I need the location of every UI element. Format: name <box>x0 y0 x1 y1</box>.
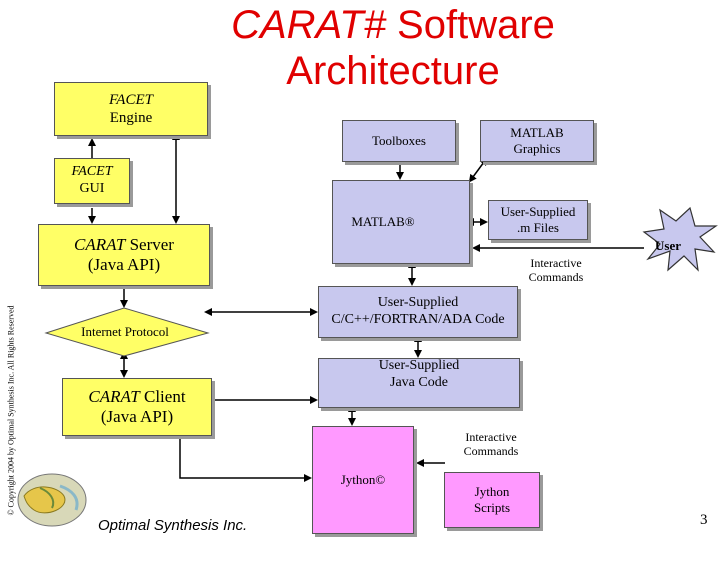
toolboxes-box: Toolboxes <box>342 120 456 162</box>
user-label: User <box>655 238 681 253</box>
matlab-graphics-line1: MATLAB <box>510 125 564 141</box>
user-m-files-line1: User-Supplied <box>500 204 576 220</box>
title-rest: Software <box>385 3 555 47</box>
facet-gui-line2: GUI <box>79 181 105 196</box>
interactive-top-line2: Commands <box>528 270 584 285</box>
company-name: Optimal Synthesis Inc. <box>98 517 248 534</box>
page-title: CARAT# Software Architecture <box>228 2 558 94</box>
interactive-commands-top: Interactive Commands <box>516 256 596 285</box>
jython-box: Jython© <box>312 426 414 534</box>
jython-scripts-line1: Jython <box>474 484 510 500</box>
title-italic: CARAT# <box>231 3 386 47</box>
carat-client-rest: Client <box>139 386 186 406</box>
interactive-top-line1: Interactive <box>530 256 582 270</box>
carat-client-box: CARAT Client(Java API) <box>62 378 212 436</box>
carat-server-box: CARAT Server(Java API) <box>38 224 210 286</box>
page-number: 3 <box>700 512 708 528</box>
carat-client-line2: (Java API) <box>100 407 174 426</box>
matlab-label: MATLAB® <box>351 214 415 230</box>
user-c-code-line2: C/C++/FORTRAN/ADA Code <box>331 312 505 327</box>
user-java-code-line1: User-Supplied <box>378 358 460 374</box>
facet-gui-line1: FACET <box>71 164 113 180</box>
internet-protocol-label: Internet Protocol <box>81 324 169 339</box>
toolboxes-label: Toolboxes <box>372 133 426 149</box>
interactive-bottom-line1: Interactive <box>465 430 517 444</box>
user-m-files-line2: .m Files <box>517 220 559 235</box>
connector-client-jython <box>179 438 312 482</box>
connector-graphics-matlab <box>468 157 488 183</box>
interactive-commands-bottom: Interactive Commands <box>450 430 532 459</box>
jython-label: Jython© <box>340 472 386 488</box>
carat-client-italic: CARAT <box>88 386 140 406</box>
logo-icon <box>17 473 87 527</box>
carat-server-italic: CARAT <box>74 234 126 254</box>
facet-engine-box: FACET Engine <box>54 82 208 136</box>
user-star-icon <box>642 206 718 272</box>
facet-engine-line2: Engine <box>109 110 153 126</box>
matlab-graphics-line2: Graphics <box>513 141 561 156</box>
user-c-code-line1: User-Supplied <box>377 295 459 311</box>
interactive-bottom-line2: Commands <box>463 444 519 459</box>
copyright-text: © Copyright 2004 by Optimal Synthesis In… <box>6 305 16 516</box>
user-java-code-line2: Java Code <box>390 375 448 390</box>
carat-server-rest: Server <box>125 234 174 254</box>
facet-engine-line1: FACET <box>109 92 153 108</box>
carat-server-line2: (Java API) <box>87 255 161 274</box>
jython-scripts-line2: Scripts <box>473 500 511 515</box>
user-m-files-box: User-Supplied.m Files <box>488 200 588 240</box>
title-line2: Architecture <box>286 49 500 93</box>
matlab-box: MATLAB® <box>332 180 470 264</box>
connector-layer <box>17 132 718 527</box>
